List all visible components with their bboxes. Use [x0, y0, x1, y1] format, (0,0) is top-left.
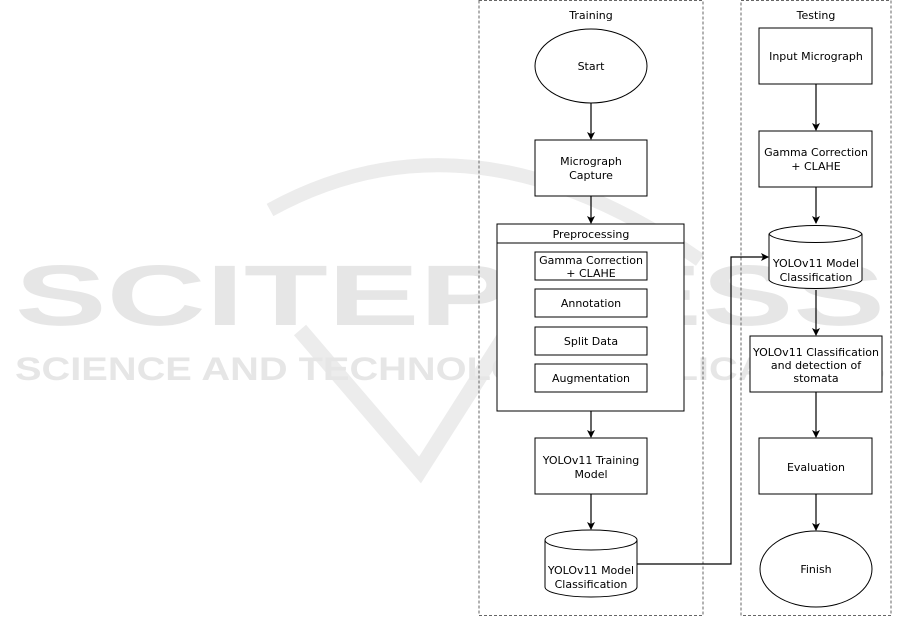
training-store-label-1: YOLOv11 Model: [547, 564, 634, 577]
step-annotation: [534, 288, 648, 318]
input-node: Input Micrograph: [758, 27, 873, 85]
detect-label-3: stomata: [793, 372, 838, 385]
train-model-label-1: YOLOv11 Training: [542, 454, 640, 467]
step-gamma-label-1: Gamma Correction: [539, 254, 643, 267]
testing-preprocess-label-2: + CLAHE: [791, 160, 841, 173]
preprocessing-title: Preprocessing: [553, 228, 630, 241]
testing-preprocess-label-1: Gamma Correction: [764, 146, 868, 159]
train-model-label-2: Model: [574, 468, 607, 481]
training-store-label-2: Classification: [555, 578, 628, 591]
watermark-subtitle: SCIENCE AND TECHNOLOGY PUBLICATIONS: [15, 351, 885, 387]
detect-label-2: and detection of: [771, 359, 862, 372]
evaluation-label: Evaluation: [787, 461, 845, 474]
capture-label-2: Capture: [569, 169, 613, 182]
start-label: Start: [578, 60, 606, 73]
train-model-node: YOLOv11 Training Model: [534, 437, 648, 495]
input-label: Input Micrograph: [769, 50, 863, 63]
testing-store-label-2: Classification: [780, 271, 853, 284]
training-model-store: YOLOv11 Model Classification: [544, 529, 638, 598]
preprocessing-group: Preprocessing Gamma Correction + CLAHE A…: [496, 223, 685, 412]
watermark-title: SCITEPRESS: [15, 248, 885, 344]
finish-label: Finish: [800, 563, 831, 576]
evaluation-node: Evaluation: [758, 437, 873, 495]
testing-title: Testing: [796, 9, 836, 22]
start-node: Start: [534, 28, 648, 104]
step-augmentation-label: Augmentation: [552, 372, 630, 385]
capture-node: Micrograph Capture: [534, 139, 648, 197]
training-lane: [478, 0, 704, 616]
testing-lane: [740, 0, 892, 616]
training-title: Training: [568, 9, 612, 22]
testing-preprocess-node: Gamma Correction + CLAHE: [758, 130, 873, 188]
watermark: SCITEPRESS SCIENCE AND TECHNOLOGY PUBLIC…: [15, 158, 885, 484]
testing-model-store: YOLOv11 Model Classification: [768, 224, 863, 290]
step-gamma: [534, 251, 648, 281]
step-split: [534, 326, 648, 356]
detect-node: YOLOv11 Classification and detection of …: [749, 335, 883, 393]
capture-label-1: Micrograph: [560, 155, 622, 168]
step-split-label: Split Data: [564, 335, 618, 348]
step-augmentation: [534, 363, 648, 393]
testing-store-label-1: YOLOv11 Model: [772, 257, 859, 270]
step-gamma-label-2: + CLAHE: [566, 267, 616, 280]
model-transfer-edge: [637, 253, 769, 565]
watermark-swoosh: [266, 158, 704, 266]
detect-label-1: YOLOv11 Classification: [752, 346, 879, 359]
step-annotation-label: Annotation: [561, 297, 621, 310]
finish-node: Finish: [759, 530, 873, 608]
